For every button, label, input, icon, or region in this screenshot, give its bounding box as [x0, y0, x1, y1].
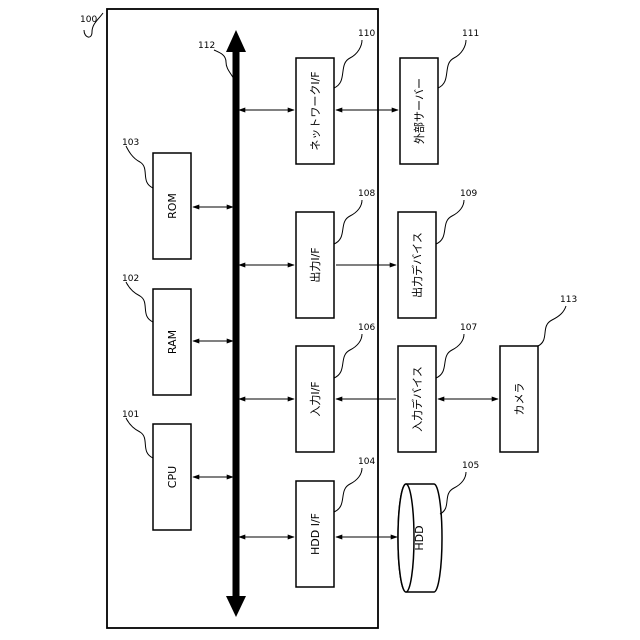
ram-ref-leader	[126, 282, 153, 322]
external-server-ref: 111	[462, 29, 479, 39]
ram-ref: 102	[122, 274, 139, 284]
hdd-if-ref: 104	[358, 457, 375, 467]
system-frame	[107, 9, 378, 628]
output-device-label: 出力デバイス	[410, 232, 424, 298]
output-if-label: 出力I/F	[308, 247, 322, 282]
network-if-ref: 110	[358, 29, 375, 39]
input-device-ref-leader	[436, 334, 464, 378]
rom-ref: 103	[122, 138, 139, 148]
output-device-ref-leader	[436, 200, 464, 244]
camera-ref-leader	[538, 306, 566, 346]
cpu-ref: 101	[122, 410, 139, 420]
input-if-ref-leader	[334, 334, 362, 378]
camera-label: カメラ	[513, 383, 526, 416]
hdd-ref: 105	[462, 461, 479, 471]
hdd-if-ref-leader	[334, 468, 362, 512]
output-device-ref: 109	[460, 189, 477, 199]
hdd-label: HDD	[413, 525, 426, 550]
external-server-label: 外部サーバー	[412, 78, 426, 144]
input-device-ref: 107	[460, 323, 477, 333]
ram-label: RAM	[166, 330, 179, 354]
hdd-ref-leader	[440, 472, 466, 514]
cpu-ref-leader	[126, 418, 153, 458]
output-if-ref-leader	[334, 200, 362, 244]
hdd-if-label: HDD I/F	[309, 513, 322, 555]
system-bus	[226, 30, 246, 617]
output-if-ref: 108	[358, 189, 375, 199]
external-server-ref-leader	[438, 40, 466, 88]
input-device-label: 入力デバイス	[410, 366, 424, 432]
input-if-ref: 106	[358, 323, 375, 333]
camera-ref: 113	[560, 295, 577, 305]
system-ref: 100	[80, 15, 97, 25]
network-if-ref-leader	[334, 40, 362, 88]
input-if-label: 入力I/F	[309, 381, 322, 416]
cpu-label: CPU	[166, 466, 179, 488]
network-if-label: ネットワークI/F	[309, 71, 322, 150]
rom-label: ROM	[166, 193, 179, 219]
bus-ref: 112	[198, 41, 215, 51]
rom-ref-leader	[126, 146, 153, 188]
